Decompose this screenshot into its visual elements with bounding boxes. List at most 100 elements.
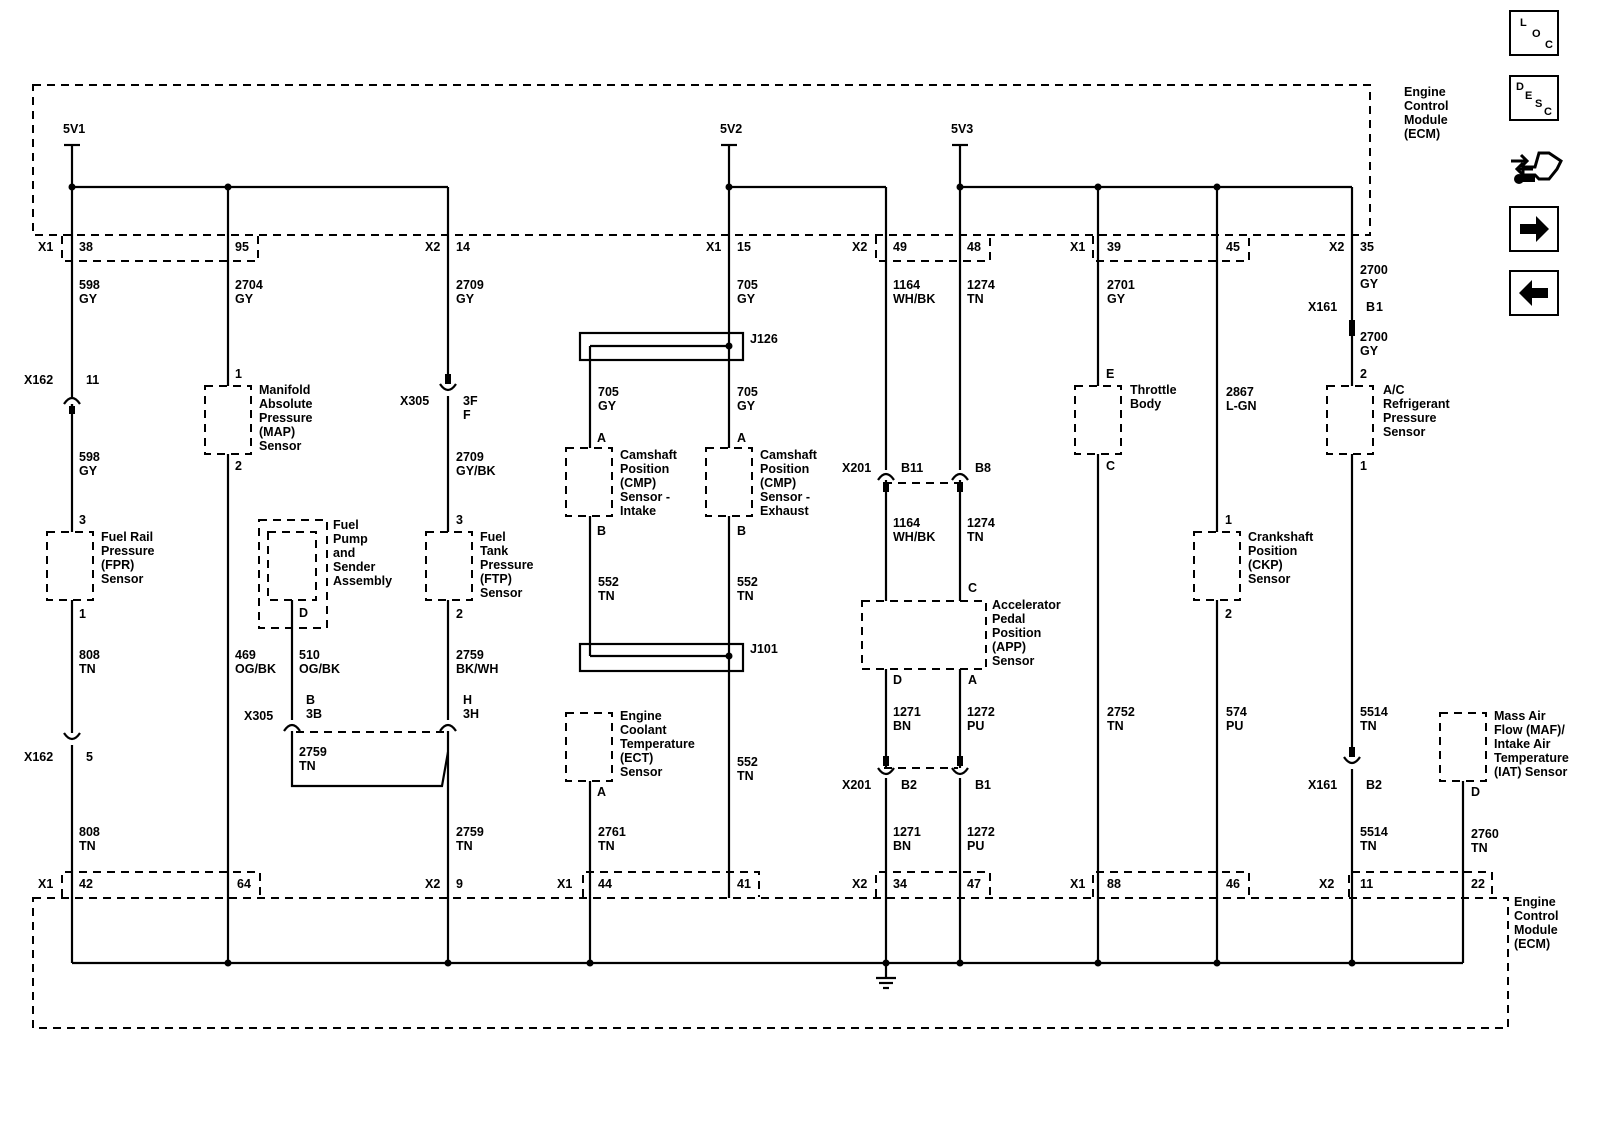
fpr-sensor-box bbox=[46, 531, 94, 601]
app-sensor-box bbox=[861, 600, 987, 670]
svg-text:2759: 2759 bbox=[456, 825, 484, 839]
svg-text:Module: Module bbox=[1404, 113, 1448, 127]
svg-text:B11: B11 bbox=[901, 461, 923, 475]
svg-text:B8: B8 bbox=[975, 461, 991, 475]
svg-text:2760: 2760 bbox=[1471, 827, 1499, 841]
desc-button[interactable]: D E S C bbox=[1509, 75, 1559, 121]
svg-text:X1: X1 bbox=[38, 240, 53, 254]
svg-text:88: 88 bbox=[1107, 877, 1121, 891]
svg-text:and: and bbox=[333, 546, 355, 560]
svg-text:1: 1 bbox=[1360, 459, 1367, 473]
svg-text:1272: 1272 bbox=[967, 705, 995, 719]
supply-5v1: 5V1 bbox=[63, 122, 85, 136]
svg-text:B: B bbox=[737, 524, 746, 538]
svg-text:J126: J126 bbox=[750, 332, 778, 346]
svg-text:D: D bbox=[893, 673, 902, 687]
svg-text:Sensor -: Sensor - bbox=[760, 490, 810, 504]
ecm-bottom-outline bbox=[32, 897, 1509, 1029]
svg-text:Camshaft: Camshaft bbox=[760, 448, 818, 462]
svg-text:2700: 2700 bbox=[1360, 330, 1388, 344]
svg-text:Sensor: Sensor bbox=[480, 586, 523, 600]
svg-text:1271: 1271 bbox=[893, 825, 921, 839]
svg-text:GY: GY bbox=[1360, 277, 1379, 291]
svg-text:X1: X1 bbox=[1070, 240, 1085, 254]
svg-text:WH/BK: WH/BK bbox=[893, 530, 935, 544]
svg-text:44: 44 bbox=[598, 877, 612, 891]
svg-text:GY: GY bbox=[737, 399, 756, 413]
svg-text:X161: X161 bbox=[1308, 778, 1337, 792]
ac-sensor-label: A/C Refrigerant Pressure Sensor bbox=[1383, 383, 1451, 439]
svg-text:WH/BK: WH/BK bbox=[893, 292, 935, 306]
svg-text:Sensor: Sensor bbox=[1383, 425, 1426, 439]
svg-text:(FPR): (FPR) bbox=[101, 558, 134, 572]
svg-text:598: 598 bbox=[79, 450, 100, 464]
svg-text:Tank: Tank bbox=[480, 544, 508, 558]
svg-text:X2: X2 bbox=[852, 877, 867, 891]
svg-text:GY: GY bbox=[598, 399, 617, 413]
maf-sensor-label: Mass Air Flow (MAF)/ Intake Air Temperat… bbox=[1494, 709, 1569, 779]
map-sensor-label: Manifold Absolute Pressure (MAP) Sensor bbox=[259, 383, 313, 453]
svg-text:Sensor: Sensor bbox=[1248, 572, 1291, 586]
svg-text:(MAP): (MAP) bbox=[259, 425, 295, 439]
svg-text:(ECM): (ECM) bbox=[1514, 937, 1550, 951]
supply-5v3: 5V3 bbox=[951, 122, 973, 136]
svg-text:1164: 1164 bbox=[893, 278, 920, 292]
previous-arrow-button[interactable] bbox=[1509, 270, 1559, 316]
svg-text:X2: X2 bbox=[1319, 877, 1334, 891]
svg-text:Assembly: Assembly bbox=[333, 574, 392, 588]
svg-text:41: 41 bbox=[737, 877, 751, 891]
svg-text:(APP): (APP) bbox=[992, 640, 1026, 654]
svg-text:1164: 1164 bbox=[893, 516, 920, 530]
svg-text:Control: Control bbox=[1514, 909, 1558, 923]
svg-text:X2: X2 bbox=[425, 877, 440, 891]
svg-text:Pedal: Pedal bbox=[992, 612, 1025, 626]
svg-text:Crankshaft: Crankshaft bbox=[1248, 530, 1314, 544]
supply-5v2: 5V2 bbox=[720, 122, 742, 136]
ac-sensor-box bbox=[1326, 385, 1374, 455]
svg-text:Sensor: Sensor bbox=[620, 765, 663, 779]
svg-text:(ECM): (ECM) bbox=[1404, 127, 1440, 141]
connector-end-view-icon[interactable] bbox=[1509, 145, 1563, 191]
svg-text:5: 5 bbox=[86, 750, 93, 764]
svg-text:X1: X1 bbox=[706, 240, 721, 254]
svg-text:C: C bbox=[968, 581, 977, 595]
svg-text:Exhaust: Exhaust bbox=[760, 504, 809, 518]
svg-text:95: 95 bbox=[235, 240, 249, 254]
svg-text:F: F bbox=[463, 408, 471, 422]
svg-text:(CMP): (CMP) bbox=[620, 476, 656, 490]
svg-text:1274: 1274 bbox=[967, 516, 995, 530]
svg-text:A: A bbox=[597, 431, 606, 445]
svg-text:GY: GY bbox=[1360, 344, 1379, 358]
previous-arrow-icon bbox=[1519, 280, 1548, 306]
svg-text:TN: TN bbox=[598, 839, 615, 853]
svg-text:39: 39 bbox=[1107, 240, 1121, 254]
svg-text:11: 11 bbox=[86, 373, 99, 387]
svg-text:5514: 5514 bbox=[1360, 705, 1388, 719]
svg-text:2: 2 bbox=[456, 607, 463, 621]
svg-text:Control: Control bbox=[1404, 99, 1448, 113]
svg-text:705: 705 bbox=[737, 385, 758, 399]
svg-text:47: 47 bbox=[967, 877, 981, 891]
svg-text:705: 705 bbox=[737, 278, 758, 292]
next-arrow-button[interactable] bbox=[1509, 206, 1559, 252]
map-sensor-box bbox=[204, 385, 252, 455]
svg-text:48: 48 bbox=[967, 240, 981, 254]
svg-text:X162: X162 bbox=[24, 750, 53, 764]
loc-button[interactable]: L O C bbox=[1509, 10, 1559, 56]
svg-text:2761: 2761 bbox=[598, 825, 626, 839]
svg-text:X162: X162 bbox=[24, 373, 53, 387]
svg-text:Temperature: Temperature bbox=[1494, 751, 1569, 765]
svg-text:OG/BK: OG/BK bbox=[299, 662, 340, 676]
svg-text:TN: TN bbox=[967, 530, 984, 544]
svg-text:Pressure: Pressure bbox=[480, 558, 534, 572]
svg-text:2709: 2709 bbox=[456, 450, 484, 464]
ckp-sensor-label: Crankshaft Position (CKP) Sensor bbox=[1248, 530, 1314, 586]
svg-text:PU: PU bbox=[967, 719, 984, 733]
svg-text:Pressure: Pressure bbox=[1383, 411, 1437, 425]
svg-text:705: 705 bbox=[598, 385, 619, 399]
svg-text:A: A bbox=[597, 785, 606, 799]
svg-text:Position: Position bbox=[1248, 544, 1297, 558]
svg-text:Throttle: Throttle bbox=[1130, 383, 1177, 397]
svg-text:3: 3 bbox=[456, 513, 463, 527]
